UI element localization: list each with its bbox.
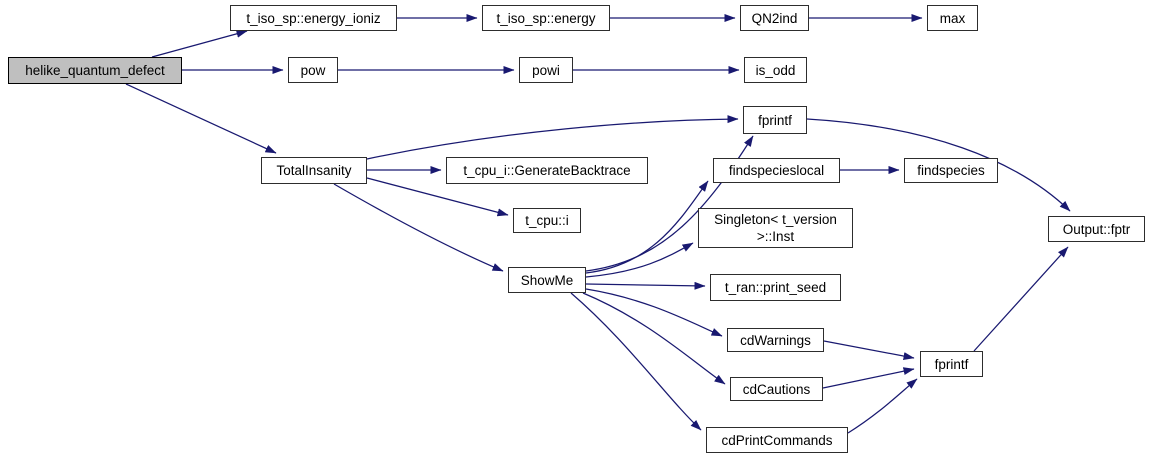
node-t_iso_sp_energy[interactable]: t_iso_sp::energy bbox=[482, 5, 610, 31]
edge-cdCautions-to-fprintf_bottom bbox=[822, 367, 915, 389]
node-fprintf_bottom[interactable]: fprintf bbox=[920, 351, 983, 377]
node-QN2ind[interactable]: QN2ind bbox=[740, 5, 809, 31]
edge-TotalInsanity-to-t_cpu_i bbox=[366, 177, 509, 217]
edge-ShowMe-to-cdCautions bbox=[582, 292, 726, 385]
node-Output_fptr[interactable]: Output::fptr bbox=[1048, 216, 1145, 242]
node-TotalInsanity[interactable]: TotalInsanity bbox=[261, 157, 367, 184]
edge-fprintf_bottom-to-Output_fptr bbox=[973, 246, 1069, 352]
node-findspecies[interactable]: findspecies bbox=[904, 158, 998, 183]
node-powi[interactable]: powi bbox=[519, 57, 573, 83]
edge-cdPrintCommands-to-fprintf_bottom bbox=[847, 378, 918, 434]
edge-helike_quantum_defect-to-TotalInsanity bbox=[125, 83, 277, 154]
node-cdWarnings[interactable]: cdWarnings bbox=[727, 328, 824, 352]
edge-ShowMe-to-Singleton_t_version_Inst bbox=[585, 242, 694, 278]
node-cdCautions[interactable]: cdCautions bbox=[730, 377, 823, 401]
edge-TotalInsanity-to-ShowMe bbox=[333, 183, 504, 272]
node-t_cpu_i_GenerateBacktrace[interactable]: t_cpu_i::GenerateBacktrace bbox=[446, 157, 648, 184]
edge-cdWarnings-to-fprintf_bottom bbox=[823, 340, 915, 360]
node-cdPrintCommands[interactable]: cdPrintCommands bbox=[706, 427, 848, 453]
node-findspecieslocal[interactable]: findspecieslocal bbox=[713, 158, 840, 183]
edge-ShowMe-to-findspecieslocal bbox=[585, 180, 709, 274]
node-Singleton_t_version_Inst[interactable]: Singleton< t_version >::Inst bbox=[698, 208, 853, 248]
node-pow[interactable]: pow bbox=[288, 57, 338, 83]
edge-helike_quantum_defect-to-t_iso_sp_energy_ioniz bbox=[151, 29, 248, 58]
edges-group bbox=[125, 14, 1071, 434]
edge-ShowMe-to-cdWarnings bbox=[585, 288, 723, 337]
node-t_iso_sp_energy_ioniz[interactable]: t_iso_sp::energy_ioniz bbox=[230, 5, 397, 31]
node-helike_quantum_defect: helike_quantum_defect bbox=[8, 57, 182, 84]
node-t_cpu_i[interactable]: t_cpu::i bbox=[513, 208, 581, 233]
edge-ShowMe-to-cdPrintCommands bbox=[570, 292, 702, 431]
edge-fprintf_top-to-Output_fptr bbox=[806, 118, 1071, 212]
node-is_odd[interactable]: is_odd bbox=[744, 57, 807, 83]
edge-ShowMe-to-t_ran_print_seed bbox=[585, 281, 706, 290]
node-fprintf_top[interactable]: fprintf bbox=[743, 106, 807, 134]
edge-TotalInsanity-to-fprintf_top bbox=[366, 115, 739, 160]
node-t_ran_print_seed[interactable]: t_ran::print_seed bbox=[710, 274, 841, 301]
node-max[interactable]: max bbox=[927, 5, 978, 31]
node-ShowMe[interactable]: ShowMe bbox=[508, 267, 586, 293]
